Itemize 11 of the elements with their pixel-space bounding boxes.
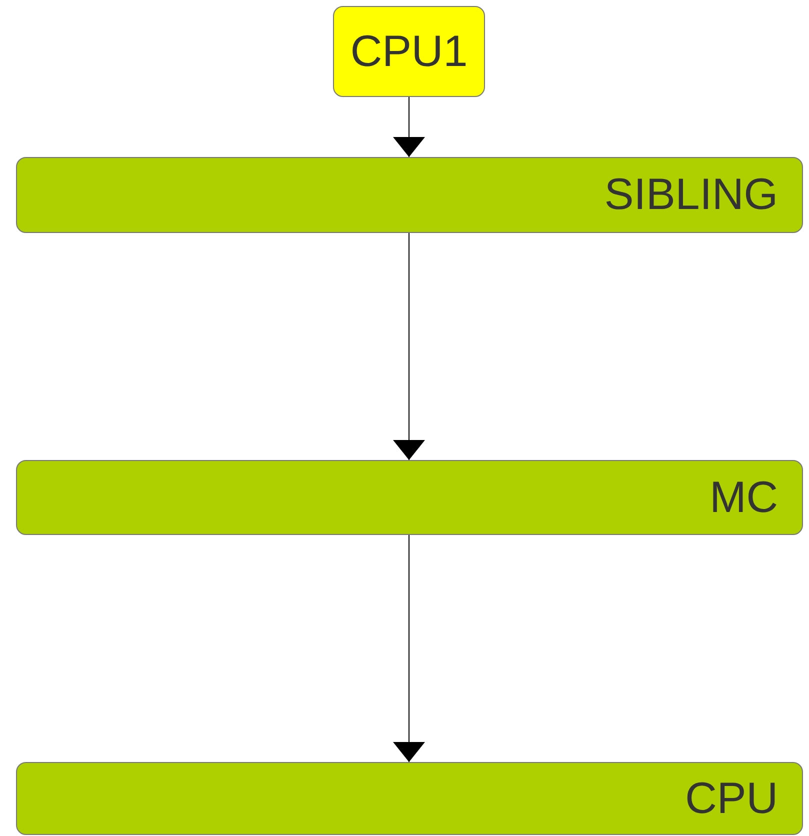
arrow: [393, 232, 425, 460]
layer-bar: [16, 460, 803, 535]
layer-bar: [16, 157, 803, 233]
node-label: MC: [710, 472, 778, 522]
process-box: [333, 6, 485, 97]
node-label: CPU: [685, 774, 778, 824]
arrow: [393, 96, 425, 158]
node-label: SIBLING: [604, 170, 778, 220]
layer-bar: [16, 762, 803, 835]
node-label: CPU1: [350, 26, 468, 76]
arrow: [393, 534, 425, 762]
